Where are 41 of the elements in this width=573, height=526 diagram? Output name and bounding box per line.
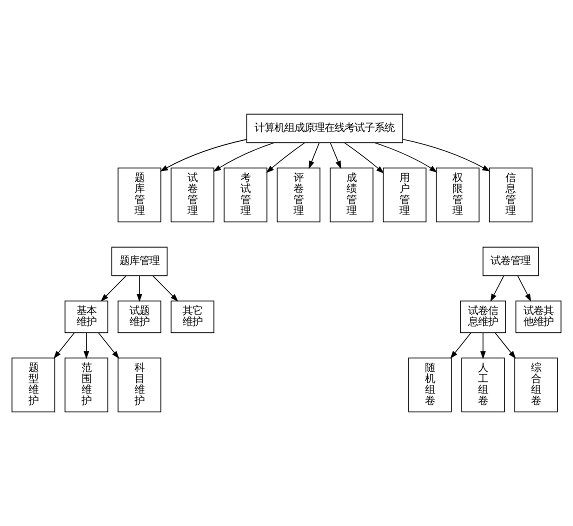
arrow [84,332,90,360]
arrow [480,332,486,360]
node-box: 基本维护 [64,300,108,334]
node-box: 随机组卷 [408,358,452,412]
node-box: 试题维护 [118,300,162,334]
arrow [330,142,342,169]
node-box: 范围维护 [64,358,108,412]
arrow [344,142,384,174]
node-box: 题库管理 [111,246,168,276]
node-box: 成绩管理 [330,168,374,222]
node-box: 人工组卷 [461,358,505,412]
arrow [136,275,142,302]
node-box: 科目维护 [118,358,162,412]
arrow [152,275,178,302]
arrow [266,142,306,173]
arrow [100,275,126,302]
node-box: 其它维护 [170,300,214,334]
arrow [213,142,274,172]
arrow [54,332,75,359]
node-box: 试卷管理 [170,168,214,222]
node-box: 考试管理 [224,168,268,222]
node-box: 试卷其他维护 [516,300,562,334]
node-box: 权限管理 [436,168,480,222]
node-box: 题型维护 [12,358,56,412]
node-box: 评卷管理 [276,168,320,222]
arrow [98,332,120,359]
node-box: 信息管理 [488,168,532,222]
arrow [308,142,320,169]
arrow [517,275,532,302]
node-box: 计算机组成原理在线考试子系统 [246,114,404,144]
arrow [490,275,504,302]
arrow [450,332,472,359]
arrow [402,138,490,172]
node-box: 用户管理 [382,168,426,222]
arrow [374,142,438,173]
node-box: 题库管理 [118,168,162,222]
arrow [494,332,516,359]
arrow [160,139,248,172]
node-box: 综合组卷 [514,358,558,412]
node-box: 试卷管理 [482,246,539,276]
node-box: 试卷信息维护 [460,300,506,334]
